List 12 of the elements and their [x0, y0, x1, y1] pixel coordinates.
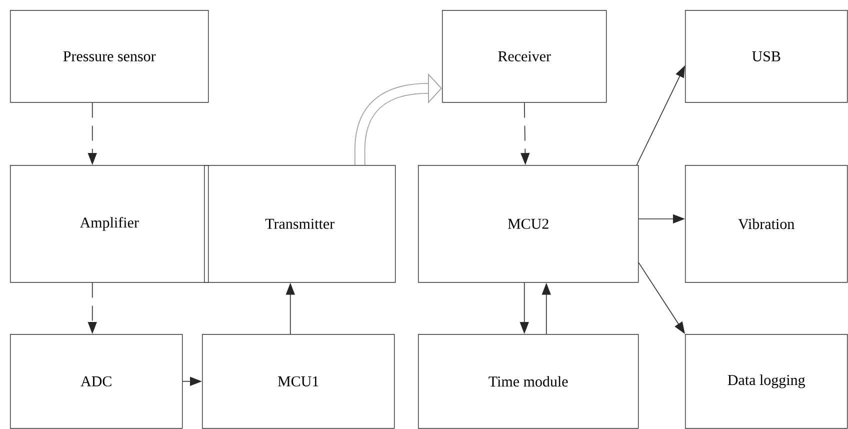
block-box: Amplifier — [10, 165, 209, 283]
block-box: MCU2 — [418, 165, 639, 283]
block-box: Transmitter — [204, 165, 396, 283]
block-box: USB — [685, 10, 848, 103]
arrow — [354, 73, 442, 165]
block-box: Vibration — [685, 165, 848, 283]
block-box: Receiver — [442, 10, 607, 103]
block-box: Pressure sensor — [10, 10, 209, 103]
block-box: Time module — [418, 334, 639, 429]
block-box: MCU1 — [202, 334, 395, 429]
block-box: Data logging — [685, 334, 848, 429]
block-box: ADC — [10, 334, 183, 429]
